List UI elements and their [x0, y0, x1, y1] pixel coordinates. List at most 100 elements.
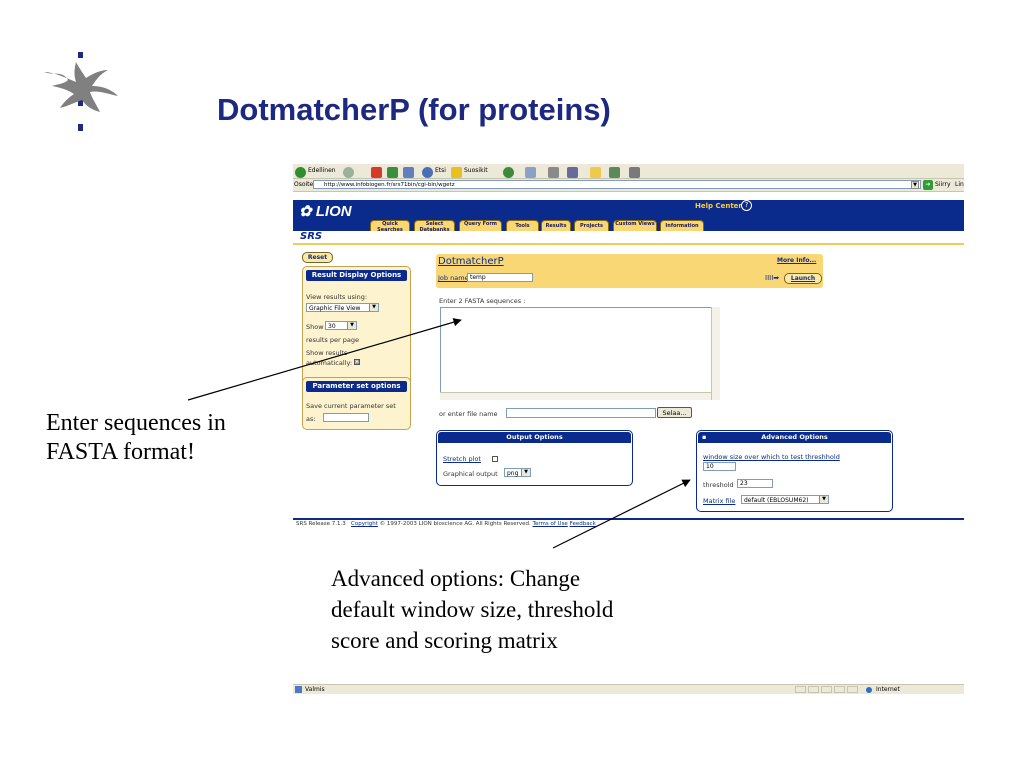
chevron-down-icon[interactable]: ▼: [819, 496, 828, 503]
chevron-down-icon[interactable]: ▼: [521, 469, 530, 476]
links-button[interactable]: Lin: [955, 181, 964, 188]
internet-zone-label: Internet: [876, 686, 900, 693]
tab-quick-searches[interactable]: Quick Searches: [370, 220, 410, 232]
status-bar: Valmis Internet: [293, 684, 964, 694]
status-cell: [795, 686, 806, 693]
lion-logo-text: LION: [315, 203, 352, 220]
show-auto-checkbox[interactable]: ☑: [354, 359, 360, 366]
form-title[interactable]: DotmatcherP: [438, 256, 504, 267]
footer-rule: [293, 518, 964, 520]
address-label: Osoite: [294, 181, 314, 188]
save-as-input[interactable]: [323, 413, 369, 422]
address-input[interactable]: http://www.infobiogen.fr/srs71bin/cgi-bi…: [313, 180, 921, 189]
output-options-title: Output Options: [438, 432, 631, 443]
tab-tools[interactable]: Tools: [506, 220, 539, 232]
show-count-value: 30: [328, 323, 336, 330]
go-button[interactable]: Siirry: [935, 181, 951, 188]
job-name-label: Job name:: [438, 274, 471, 282]
release-text: SRS Release 7.1.3: [296, 521, 346, 527]
terms-link[interactable]: Terms of Use: [532, 521, 568, 527]
refresh-icon[interactable]: [387, 167, 398, 178]
result-display-title: Result Display Options: [306, 270, 407, 281]
caption-fasta: Enter sequences in FASTA format!: [46, 410, 226, 465]
footer: SRS Release 7.1.3 Copyright © 1997-2003 …: [296, 521, 596, 527]
fasta-horizontal-scrollbar[interactable]: [440, 392, 711, 400]
back-icon[interactable]: [295, 167, 306, 178]
messenger-icon[interactable]: [609, 167, 620, 178]
window-size-label[interactable]: window size over which to test threshhol…: [703, 453, 840, 461]
stretch-plot-label[interactable]: Stretch plot: [443, 455, 481, 463]
browse-button[interactable]: Selaa...: [657, 407, 692, 418]
file-name-label: or enter file name: [439, 410, 498, 418]
paw-icon: ✿: [299, 203, 312, 220]
per-page-label: results per page: [306, 336, 359, 344]
matrix-file-label[interactable]: Matrix file: [703, 497, 736, 505]
tab-information[interactable]: Information: [660, 220, 704, 232]
tab-select-databanks[interactable]: Select Databanks: [414, 220, 455, 232]
srs-section-strip: SRS: [293, 231, 964, 245]
graphical-output-select[interactable]: png ▼: [504, 468, 531, 477]
lion-logo: ✿ LION: [299, 202, 352, 220]
job-name-input[interactable]: temp: [467, 273, 533, 282]
edit-icon[interactable]: [567, 167, 578, 178]
search-icon[interactable]: [422, 167, 433, 178]
tab-custom-views[interactable]: Custom Views: [613, 220, 657, 232]
view-using-value: Graphic File View: [309, 305, 361, 312]
folder-icon[interactable]: [590, 167, 601, 178]
more-info-link[interactable]: More Info...: [777, 257, 817, 264]
tab-projects[interactable]: Projects: [574, 220, 609, 232]
tab-results[interactable]: Results: [541, 220, 571, 232]
chevron-down-icon[interactable]: ▼: [911, 181, 919, 189]
fasta-vertical-scrollbar[interactable]: [711, 307, 720, 400]
chevron-down-icon[interactable]: ▼: [369, 304, 378, 311]
save-as-label: as:: [306, 415, 316, 423]
help-center-link[interactable]: Help Center: [695, 202, 742, 210]
forward-icon[interactable]: [343, 167, 354, 178]
tools-icon[interactable]: [629, 167, 640, 178]
status-cell: [834, 686, 845, 693]
collapse-icon[interactable]: ▪: [702, 433, 707, 441]
graphical-output-value: png: [507, 470, 519, 477]
print-icon[interactable]: [548, 167, 559, 178]
feedback-link[interactable]: Feedback: [569, 521, 596, 527]
favorites-icon[interactable]: [451, 167, 462, 178]
help-icon[interactable]: ?: [741, 200, 752, 211]
parameter-set-panel: Parameter set options Save current param…: [302, 377, 411, 430]
show-auto-label-2: automatically:: [306, 359, 353, 367]
status-cell: [808, 686, 819, 693]
file-name-input[interactable]: [506, 408, 656, 418]
matrix-file-select[interactable]: default (EBLOSUM62) ▼: [741, 495, 829, 504]
srs-label: SRS: [300, 231, 323, 242]
mail-icon[interactable]: [525, 167, 536, 178]
browser-screenshot: Edellinen Etsi Suosikit Osoite http://ww…: [293, 164, 964, 694]
window-size-input[interactable]: 10: [703, 462, 736, 471]
stop-icon[interactable]: [371, 167, 382, 178]
fasta-textarea[interactable]: [440, 307, 720, 400]
home-icon[interactable]: [403, 167, 414, 178]
favorites-label[interactable]: Suosikit: [464, 167, 488, 174]
launch-arrow-icon: IIII➡: [765, 274, 780, 282]
go-icon[interactable]: ➔: [923, 180, 933, 190]
show-auto-label: Show results: [306, 349, 348, 357]
search-label[interactable]: Etsi: [435, 167, 446, 174]
copyright-link[interactable]: Copyright: [351, 521, 378, 527]
history-icon[interactable]: [503, 167, 514, 178]
fasta-label: Enter 2 FASTA sequences :: [439, 297, 526, 305]
reset-button[interactable]: Reset: [302, 252, 333, 263]
caption-advanced: Advanced options: Change default window …: [331, 566, 614, 653]
back-label[interactable]: Edellinen: [308, 167, 336, 174]
threshold-input[interactable]: 23: [737, 479, 773, 488]
launch-button[interactable]: Launch: [784, 273, 822, 284]
stretch-plot-checkbox[interactable]: [492, 456, 498, 462]
internet-zone-icon: [866, 687, 872, 693]
tab-query-form[interactable]: Query Form: [459, 220, 502, 232]
slide-title: DotmatcherP (for proteins): [217, 92, 611, 127]
chevron-down-icon[interactable]: ▼: [347, 322, 356, 329]
address-bar: Osoite http://www.infobiogen.fr/srs71bin…: [293, 179, 964, 192]
page-icon: [295, 686, 302, 693]
status-cell: [847, 686, 858, 693]
browser-toolbar: Edellinen Etsi Suosikit: [293, 164, 964, 179]
show-count-select[interactable]: 30 ▼: [325, 321, 357, 330]
view-using-select[interactable]: Graphic File View ▼: [306, 303, 379, 312]
status-cell: [821, 686, 832, 693]
